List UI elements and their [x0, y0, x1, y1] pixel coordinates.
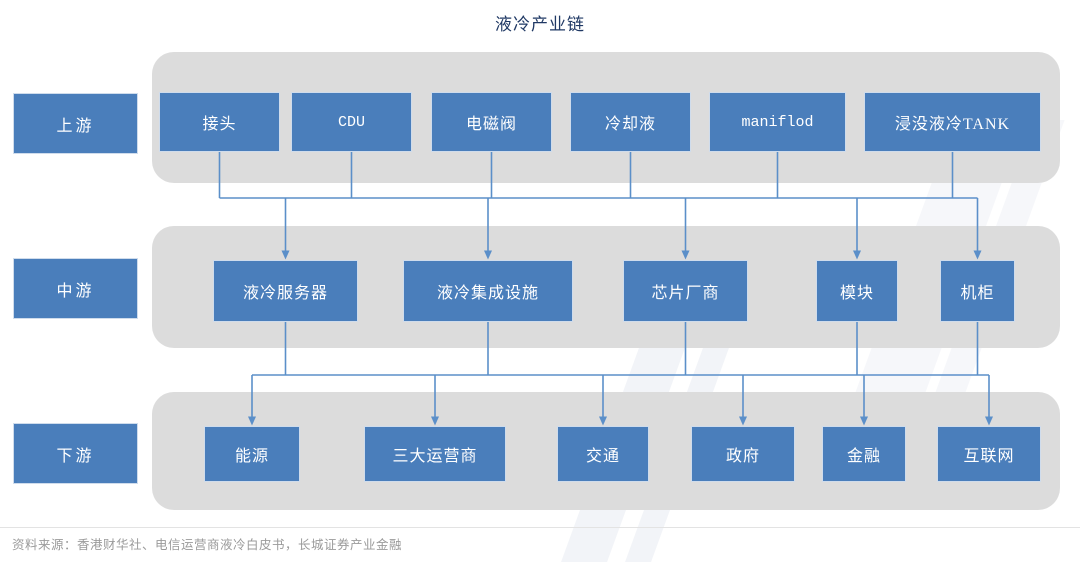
upstream-label[interactable]: 上游 [13, 93, 138, 154]
node-midstream-1[interactable]: 液冷集成设施 [403, 260, 573, 322]
footer-divider [0, 527, 1080, 528]
node-downstream-3[interactable]: 政府 [691, 426, 795, 482]
node-upstream-1[interactable]: CDU [291, 92, 412, 152]
node-midstream-4[interactable]: 机柜 [940, 260, 1015, 322]
downstream-label[interactable]: 下游 [13, 423, 138, 484]
node-downstream-5[interactable]: 互联网 [937, 426, 1041, 482]
node-upstream-4[interactable]: maniflod [709, 92, 846, 152]
node-midstream-2[interactable]: 芯片厂商 [623, 260, 748, 322]
node-downstream-2[interactable]: 交通 [557, 426, 649, 482]
node-downstream-0[interactable]: 能源 [204, 426, 300, 482]
node-upstream-3[interactable]: 冷却液 [570, 92, 691, 152]
node-midstream-0[interactable]: 液冷服务器 [213, 260, 358, 322]
diagram-title: 液冷产业链 [495, 15, 585, 34]
node-upstream-5[interactable]: 浸没液冷TANK [864, 92, 1041, 152]
node-downstream-4[interactable]: 金融 [822, 426, 906, 482]
node-midstream-3[interactable]: 模块 [816, 260, 898, 322]
node-upstream-0[interactable]: 接头 [159, 92, 280, 152]
node-upstream-2[interactable]: 电磁阀 [431, 92, 552, 152]
node-downstream-1[interactable]: 三大运营商 [364, 426, 506, 482]
midstream-label[interactable]: 中游 [13, 258, 138, 319]
source-note: 资料来源：香港财华社、电信运营商液冷白皮书，长城证券产业金融 [12, 538, 403, 552]
